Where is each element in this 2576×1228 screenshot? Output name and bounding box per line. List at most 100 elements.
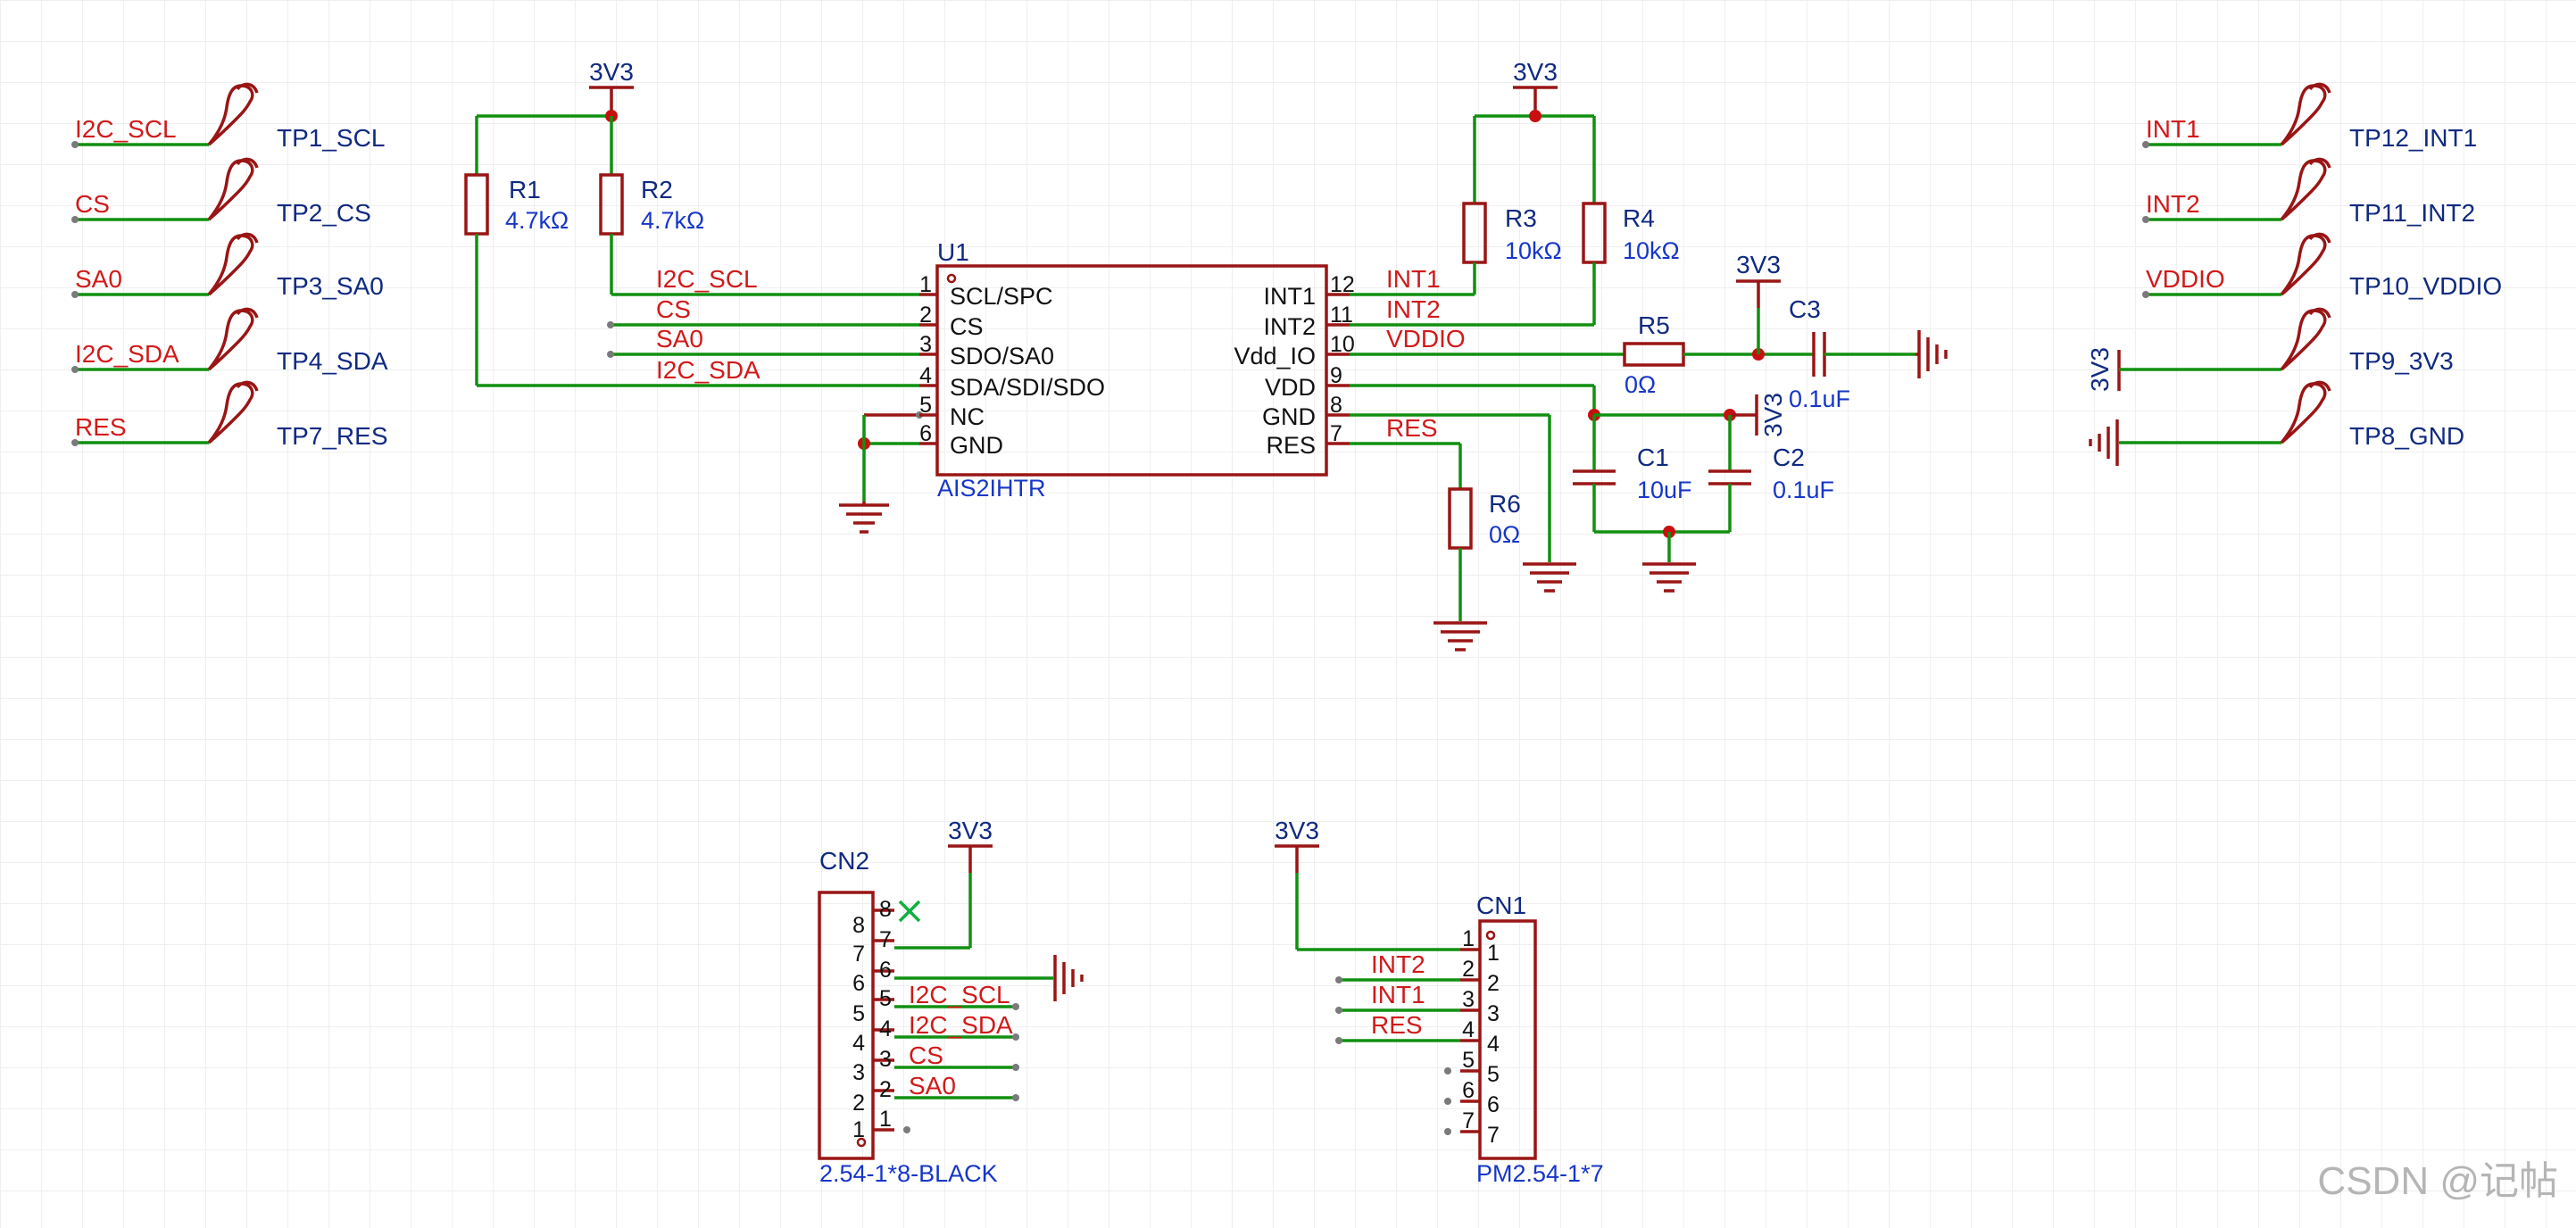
ic-u1: U1 AIS2IHTR 1 2 3 4 5 6 SCL/SPC CS SDO/S… [919,238,1355,502]
capacitor-c1: C1 10uF [1573,444,1692,503]
u1-pin-num: 11 [1330,303,1353,328]
resistor-r3-value: 10kΩ [1505,237,1562,264]
cn2-pin-label: 5 [852,1001,865,1026]
testpoint-tp8-label: TP8_GND [2349,422,2464,450]
power-3v3-label: 3V3 [1513,58,1558,86]
u1-pin-num: 3 [919,332,932,357]
testpoint-tp3: SA0 TP3_SA0 [71,232,384,300]
testpoint-tp2-label: TP2_CS [277,199,371,227]
connector-cn2-ref: CN2 [819,847,869,875]
net-label-u1-vddio: VDDIO [1386,325,1466,353]
power-3v3-label: 3V3 [1736,251,1781,278]
resistor-r5: R5 0Ω [1623,311,1685,398]
testpoint-tp7-label: TP7_RES [277,422,388,450]
net-label-u1-cs: CS [656,295,691,323]
testpoint-tp1: I2C_SCL TP1_SCL [71,82,385,152]
capacitor-c1-value: 10uF [1637,477,1692,503]
resistor-r4: R4 10kΩ [1582,202,1680,264]
cn2-pin-label: 2 [852,1091,865,1116]
resistor-r5-ref: R5 [1638,311,1670,339]
testpoint-tp10: VDDIO TP10_VDDIO [2142,232,2502,300]
net-label-u1-sda: I2C_SDA [656,356,760,384]
u1-pin-num: 7 [1330,421,1342,446]
net-label-u1-sa0: SA0 [656,325,703,353]
testpoint-tp4-label: TP4_SDA [277,347,388,375]
watermark: CSDN @记帖 [2317,1159,2558,1203]
connector-cn2: CN2 2.54-1*8-BLACK 8 7 6 5 4 3 2 1 8 7 6… [818,847,998,1187]
net-label-int1: INT1 [2146,115,2200,143]
u1-pin-name: SDA/SDI/SDO [950,374,1105,401]
cn1-net-int2: INT2 [1371,950,1425,978]
testpoint-tp4: I2C_SDA TP4_SDA [71,307,388,375]
cn1-pin-num: 6 [1462,1078,1475,1103]
cn1-pin-num: 5 [1462,1048,1475,1073]
resistor-r1: R1 4.7kΩ [464,173,569,236]
cn2-pin-num: 4 [879,1016,892,1041]
cn1-pin-num: 2 [1462,957,1475,982]
ground-symbol-u1 [839,502,889,534]
resistor-r1-value: 4.7kΩ [505,207,569,234]
resistor-r1-ref: R1 [509,176,541,203]
testpoint-tp10-label: TP10_VDDIO [2349,272,2502,300]
power-3v3-label: 3V3 [589,58,634,86]
testpoint-tp9-label: TP9_3V3 [2349,347,2454,375]
u1-pin-name: INT1 [1263,283,1316,310]
capacitor-c3-value: 0.1uF [1789,386,1850,412]
ground-symbol-pin8 [1523,562,1576,593]
power-3v3-cn2: 3V3 [948,817,993,873]
power-3v3-label: 3V3 [948,817,993,844]
cn1-pin-num: 4 [1462,1017,1475,1042]
power-3v3-top-right: 3V3 [1513,58,1558,114]
cn2-pin-label: 1 [852,1117,865,1142]
cn2-pin-num: 8 [879,897,892,922]
u1-pin-num: 8 [1330,393,1342,418]
cn1-pin-num: 1 [1462,926,1475,951]
u1-pin-name: SDO/SA0 [950,343,1054,369]
resistor-r6: R6 0Ω [1448,487,1521,550]
u1-pin-name: SCL/SPC [950,283,1053,310]
u1-pin-name: NC [950,403,985,430]
connector-cn2-part: 2.54-1*8-BLACK [819,1160,998,1187]
cn2-pin-label: 7 [852,942,865,967]
power-3v3-top-left: 3V3 [589,58,634,114]
ic-u1-part: AIS2IHTR [937,475,1046,502]
net-label-res: RES [75,413,127,441]
u1-pin-num: 1 [919,272,932,297]
resistor-r3-ref: R3 [1505,204,1537,232]
connector-cn1-ref: CN1 [1476,892,1526,919]
cn1-net-int1: INT1 [1371,981,1425,1008]
cn1-pin-label: 6 [1487,1092,1500,1117]
testpoint-tp3-label: TP3_SA0 [277,272,384,300]
cn2-pin-label: 6 [852,971,865,996]
no-connect-cn2-pin8 [898,900,921,923]
testpoint-tp11-label: TP11_INT2 [2349,199,2475,227]
cn1-pin-label: 3 [1487,1001,1500,1026]
u1-pin-num: 5 [919,393,932,418]
net-label-u1-int2: INT2 [1386,295,1441,323]
net-label-u1-res: RES [1386,414,1438,442]
capacitor-c2-value: 0.1uF [1773,477,1834,503]
u1-pin-num: 4 [919,363,932,388]
ground-symbol-c3 [1915,330,1948,378]
testpoint-tp9: 3V3 TP9_3V3 [2086,307,2454,392]
testpoint-tp1-label: TP1_SCL [277,124,385,152]
testpoint-tp8: TP8_GND [2089,380,2464,466]
net-label-i2c-scl: I2C_SCL [75,115,177,143]
resistor-r5-value: 0Ω [1625,371,1656,398]
u1-pin-num: 2 [919,303,932,328]
u1-pin-name: GND [1262,403,1316,430]
power-3v3-cn1: 3V3 [1275,817,1319,873]
cn2-net-i2c-scl: I2C_SCL [909,981,1010,1008]
cn2-pin-num: 5 [879,986,892,1011]
cn2-pin-num: 3 [879,1047,892,1072]
capacitor-c2-ref: C2 [1773,444,1805,471]
ground-symbol-cn2 [1053,955,1084,1001]
connector-cn1-part: PM2.54-1*7 [1476,1160,1604,1187]
cn2-pin-num: 7 [879,927,892,952]
net-label-vddio: VDDIO [2146,265,2225,293]
cn1-pin-num: 3 [1462,987,1475,1012]
cn1-net-res: RES [1371,1011,1423,1039]
u1-pin-name: INT2 [1263,313,1316,340]
resistor-r2-value: 4.7kΩ [641,207,704,234]
